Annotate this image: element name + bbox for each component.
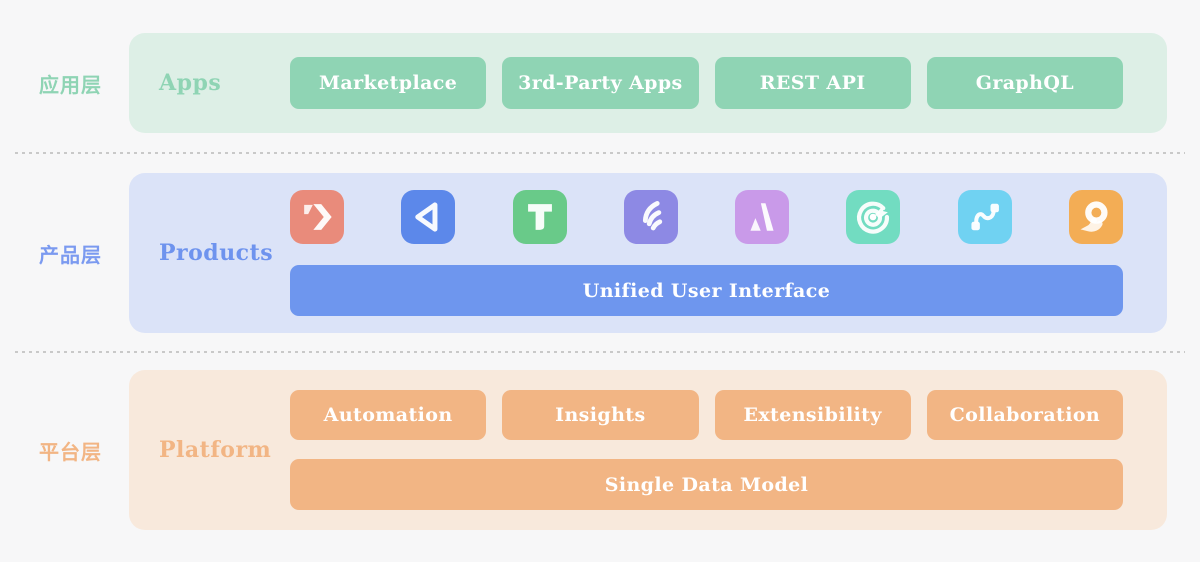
product-tile-5 [735, 190, 790, 244]
platform-pill-row: Automation Insights Extensibility Collab… [290, 390, 1123, 440]
unified-user-interface-bar: Unified User Interface [290, 265, 1123, 316]
node-3rd-party-apps: 3rd-Party Apps [502, 57, 699, 109]
products-title: Products [159, 240, 274, 266]
apps-title: Apps [159, 70, 222, 96]
platform-title: Platform [159, 437, 272, 463]
node-graphql: GraphQL [926, 57, 1123, 109]
side-label-products: 产品层 [39, 244, 102, 267]
dotted-divider-top [15, 152, 1185, 154]
product-tile-2 [401, 190, 456, 244]
node-insights: Insights [502, 390, 699, 440]
target-dart-icon [857, 201, 890, 234]
triangle-play-icon [415, 202, 438, 232]
product-tile-1 [290, 190, 344, 244]
layer-apps: 应用层 Apps Marketplace 3rd-Party Apps REST… [0, 33, 1200, 133]
apps-pill-row: Marketplace 3rd-Party Apps REST API Grap… [290, 57, 1123, 109]
single-data-model-bar: Single Data Model [290, 459, 1123, 510]
layer-products: 产品层 Products [0, 173, 1200, 333]
node-extensibility: Extensibility [714, 390, 911, 440]
products-container: Products [129, 173, 1167, 333]
connector-curve-icon [971, 203, 999, 231]
layer-platform: 平台层 Platform Automation Insights Extensi… [0, 370, 1200, 530]
product-tile-8 [1068, 190, 1123, 244]
apps-container: Apps Marketplace 3rd-Party Apps REST API… [129, 33, 1167, 133]
node-rest-api: REST API [714, 57, 911, 109]
node-collaboration: Collaboration [926, 390, 1123, 440]
product-icons-row [290, 190, 1123, 244]
dotted-divider-bottom [15, 351, 1185, 353]
arrow-chevron-icon [304, 204, 332, 230]
product-tile-6 [846, 190, 901, 244]
node-automation: Automation [290, 390, 487, 440]
node-marketplace: Marketplace [290, 57, 487, 109]
q-loop-icon [1080, 201, 1108, 232]
platform-container: Platform Automation Insights Extensibili… [129, 370, 1167, 530]
product-tile-7 [957, 190, 1012, 244]
product-tile-4 [623, 190, 678, 244]
letter-t-icon [527, 204, 552, 230]
side-label-platform: 平台层 [39, 441, 102, 464]
feather-icon [642, 201, 663, 231]
mountain-a-icon [750, 203, 774, 231]
side-label-apps: 应用层 [39, 74, 102, 97]
product-tile-3 [512, 190, 567, 244]
